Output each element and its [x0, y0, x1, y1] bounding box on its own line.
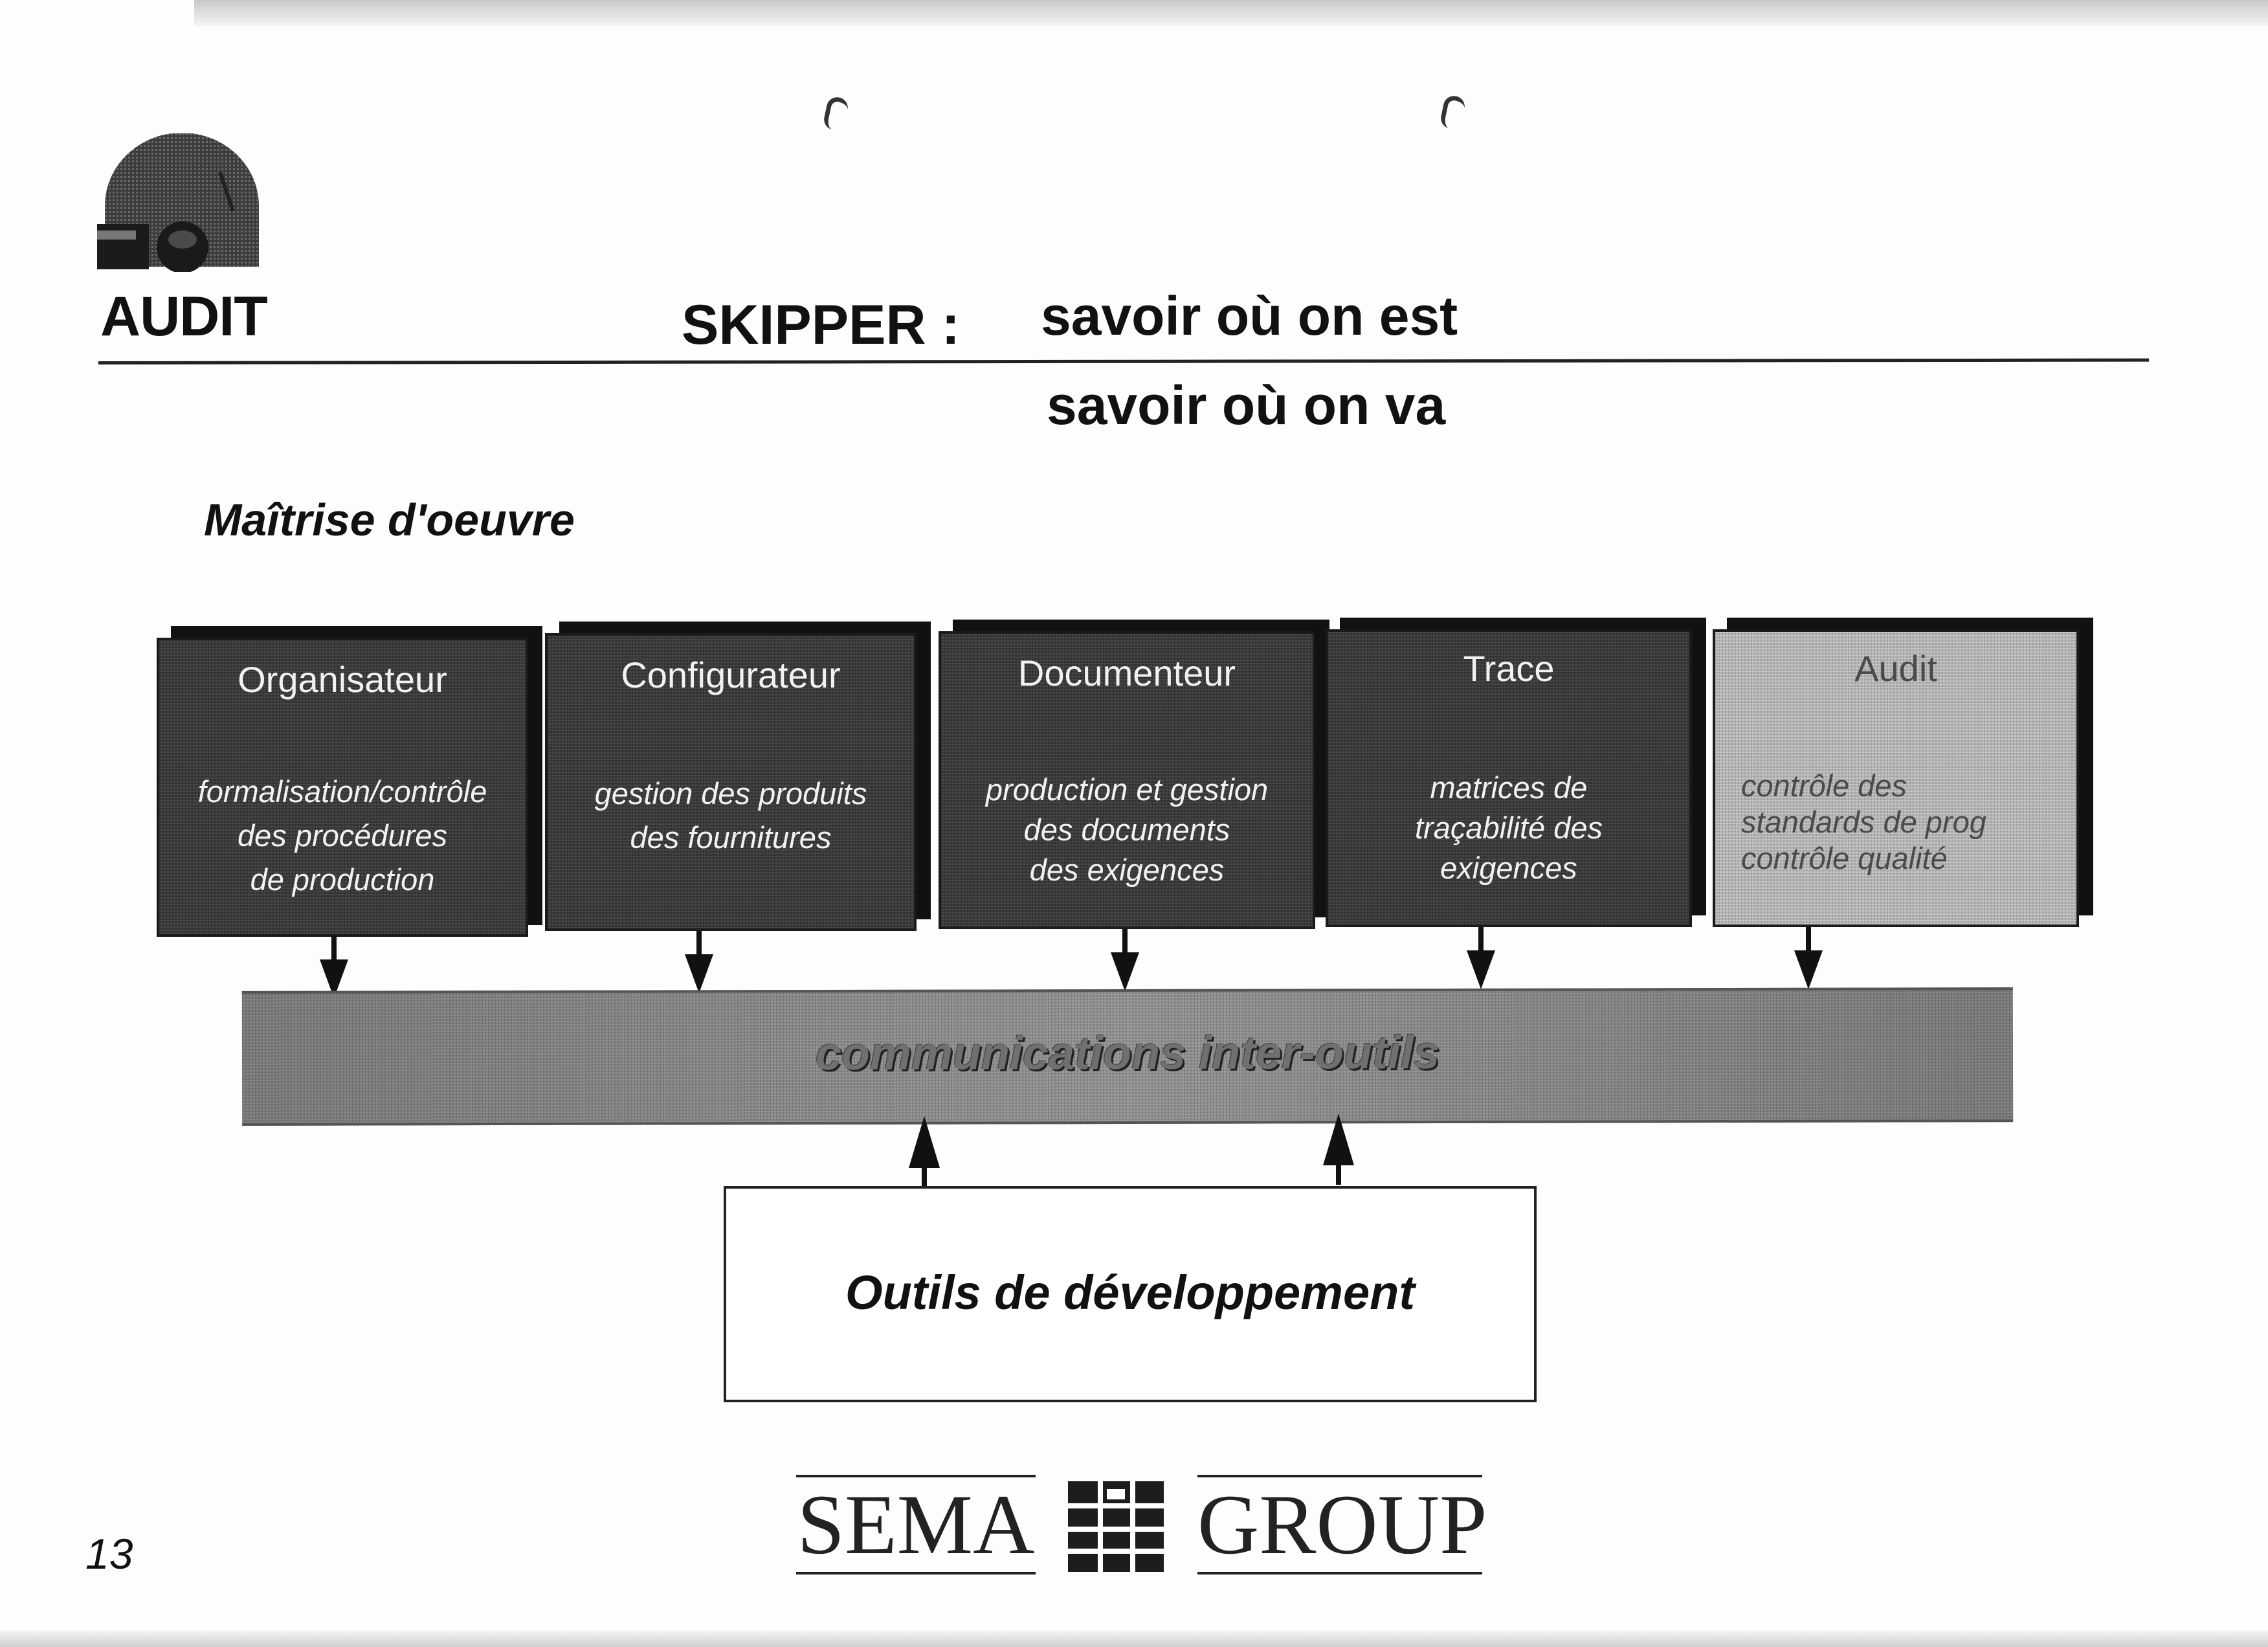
logo-rule: [1197, 1572, 1482, 1574]
tool-description: gestion des produits des fournitures: [594, 776, 867, 855]
dev-tools-label: Outils de développement: [845, 1266, 1415, 1319]
sema-mark-icon: [1068, 1481, 1164, 1572]
sema-group-logo: SEMA GROUP: [796, 1470, 1487, 1580]
section-title: Maîtrise d'oeuvre: [204, 495, 575, 545]
tool-box-configurateur: Configurateur gestion des produits des f…: [545, 633, 917, 931]
dev-tools-box: Outils de développement: [724, 1186, 1537, 1402]
audit-logo-icon: [97, 133, 259, 272]
section-label: AUDIT: [100, 286, 268, 348]
page-top-edge: [194, 0, 2268, 26]
tool-box-trace: Trace matrices de traçabilité des exigen…: [1326, 629, 1692, 927]
tool-box-organisateur: Organisateur formalisation/contrôle des …: [157, 638, 528, 937]
tool-description: formalisation/contrôle des procédures de…: [197, 774, 487, 897]
tool-box-audit: Audit contrôle des standards de prog con…: [1713, 629, 2079, 927]
logo-word-left: SEMA: [797, 1477, 1035, 1572]
tool-title: Organisateur: [238, 659, 447, 700]
tool-title: Configurateur: [621, 655, 841, 695]
logo-rule: [796, 1475, 1036, 1477]
tool-description: matrices de traçabilité des exigences: [1415, 770, 1603, 885]
logo-word-right: GROUP: [1197, 1477, 1487, 1572]
tagline-2: savoir où on va: [1047, 375, 1446, 436]
page-number: 13: [85, 1530, 133, 1578]
bus-label: communications inter-outils: [815, 1026, 1440, 1081]
communications-bus: communications inter-outils: [241, 987, 2014, 1126]
tool-title: Audit: [1854, 648, 1937, 689]
logo-rule: [1197, 1475, 1482, 1477]
tool-description: contrôle des standards de prog contrôle …: [1741, 768, 1986, 875]
tagline-1: savoir où on est: [1041, 286, 1458, 346]
tool-title: Documenteur: [1017, 653, 1236, 693]
tool-title: Trace: [1463, 648, 1555, 689]
page-bottom-edge: [0, 1630, 2268, 1647]
product-label: SKIPPER :: [682, 294, 961, 356]
tool-description: production et gestion des documents des …: [985, 772, 1269, 887]
logo-rule: [796, 1572, 1036, 1574]
tool-box-documenteur: Documenteur production et gestion des do…: [939, 631, 1315, 929]
